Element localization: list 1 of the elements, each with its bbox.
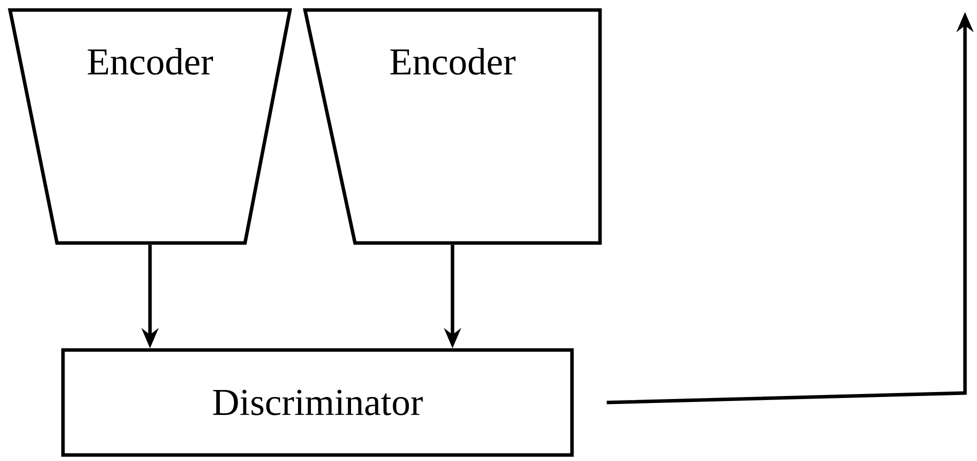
process-box: Discriminator [61, 348, 574, 457]
